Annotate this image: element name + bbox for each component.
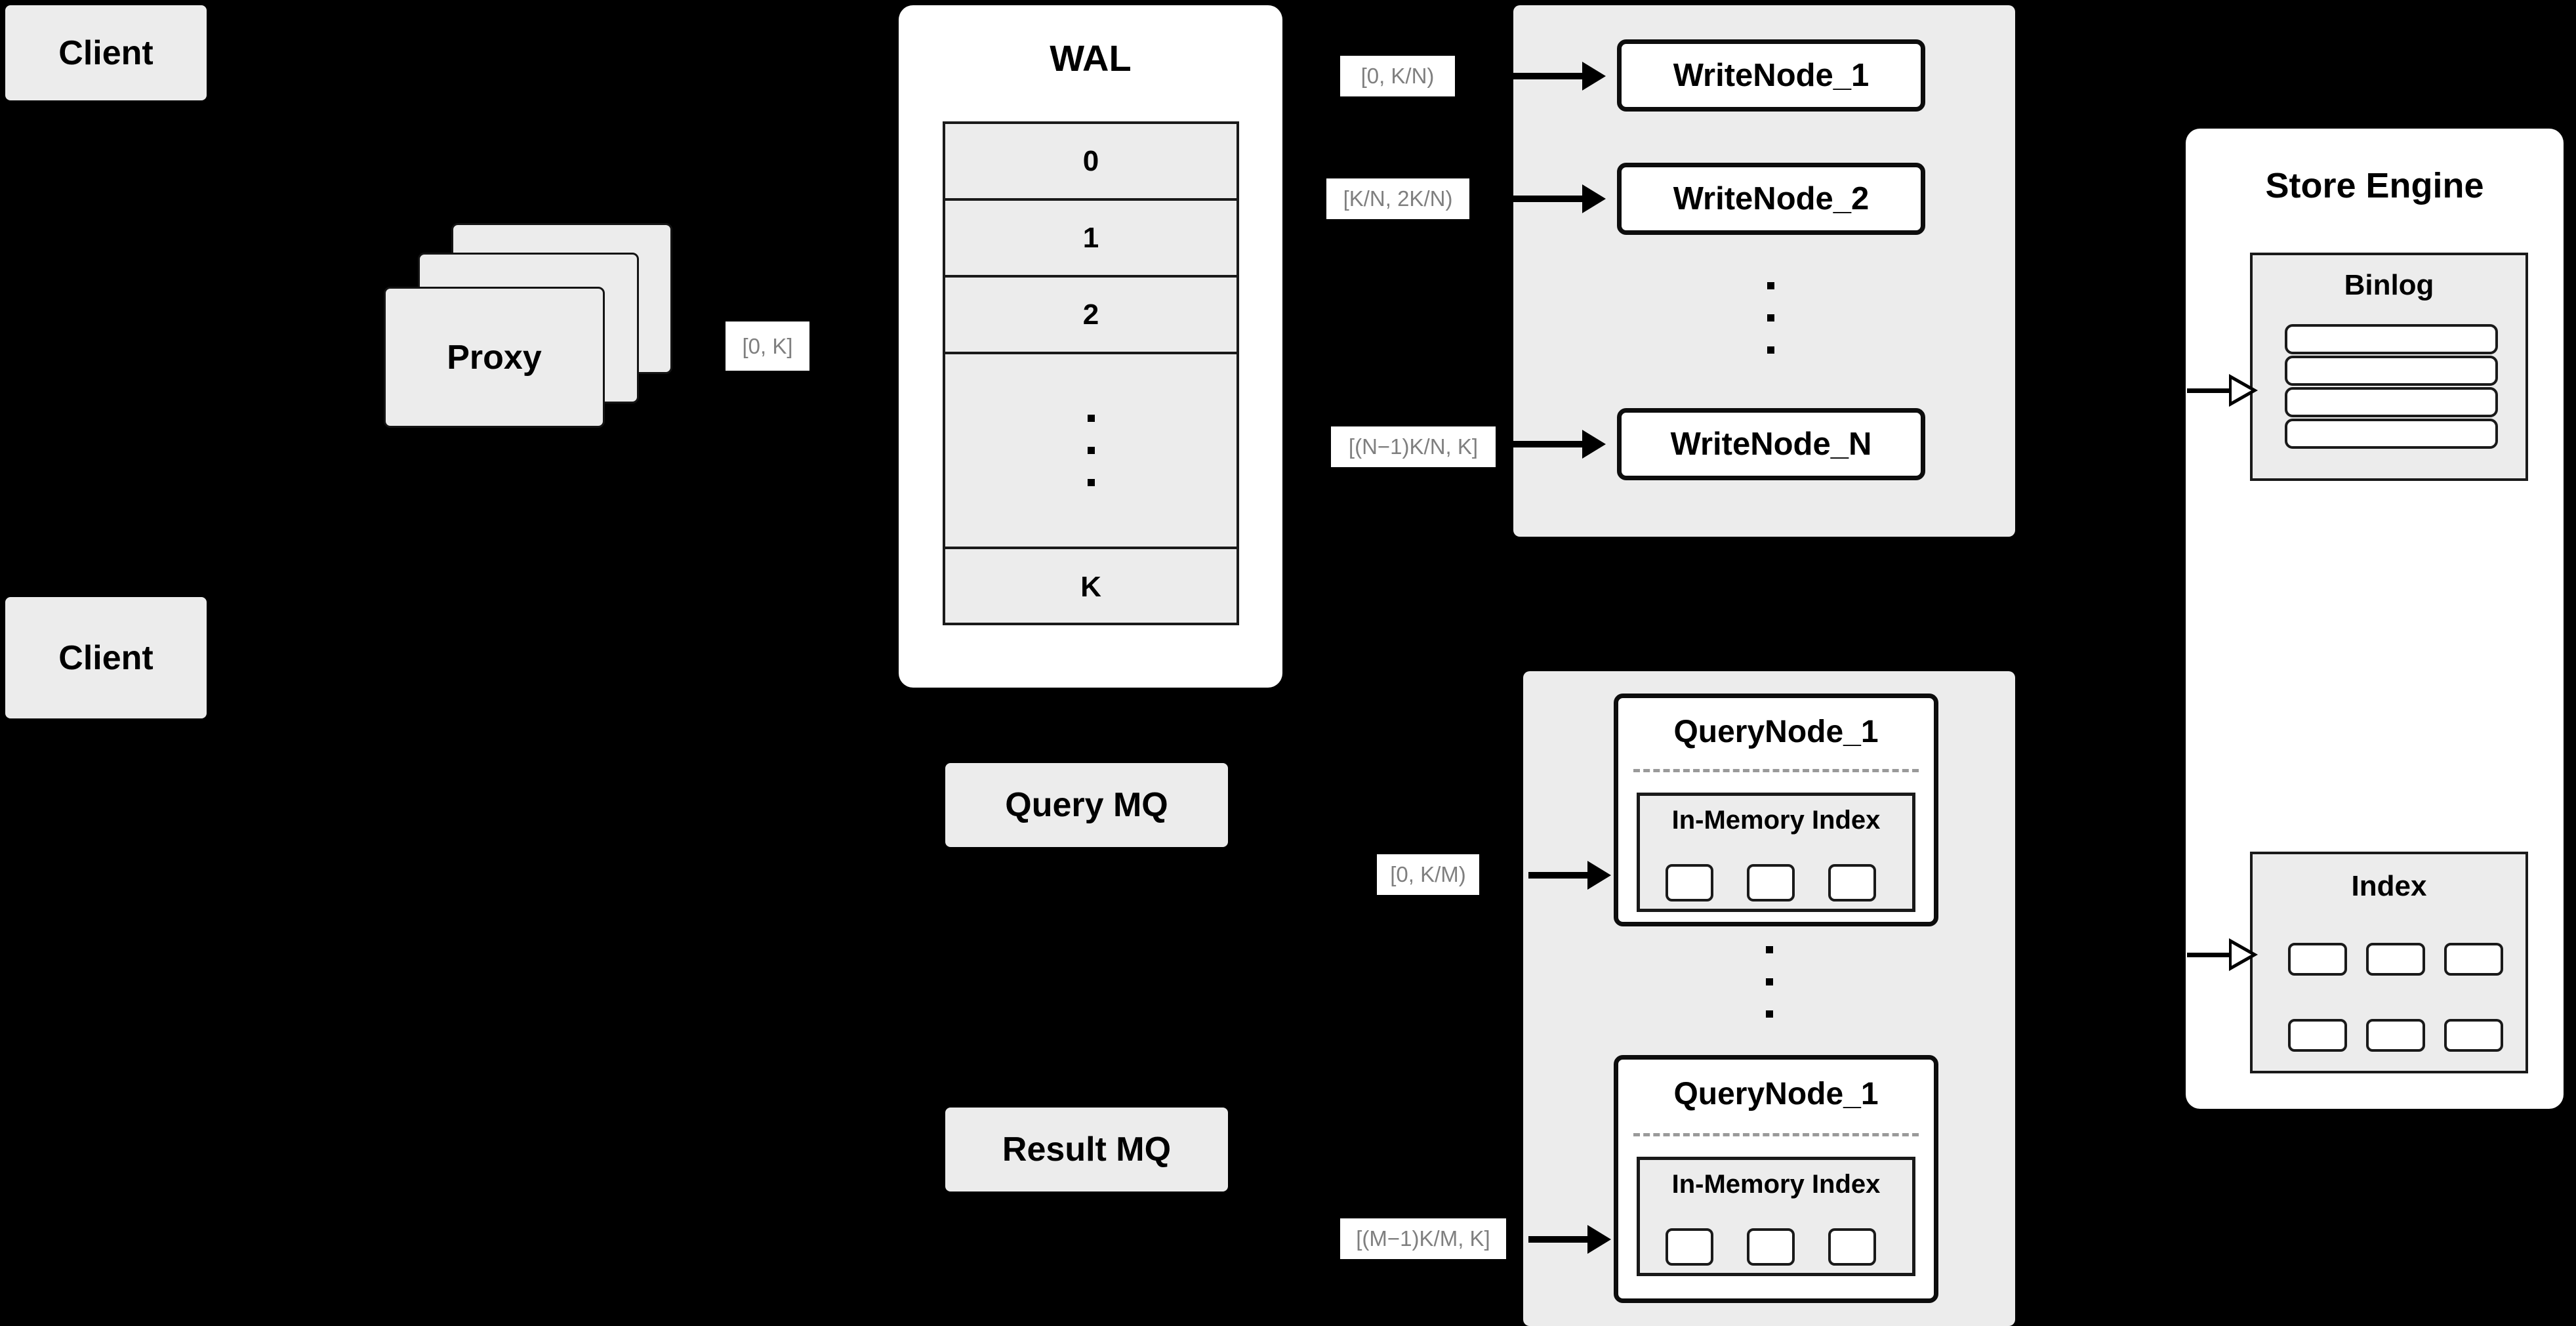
write-node-n[interactable]: WriteNode_N bbox=[1617, 408, 1925, 480]
memory-index-chip bbox=[1828, 864, 1876, 901]
wal-row-k: K bbox=[1080, 571, 1101, 603]
memory-index-chip bbox=[1666, 864, 1713, 901]
query-node-m-title: QueryNode_1 bbox=[1673, 1077, 1879, 1111]
ellipsis-dot bbox=[1767, 282, 1774, 289]
query-node-1-arrow bbox=[1528, 861, 1611, 890]
write-node-1-arrow bbox=[1472, 62, 1606, 91]
wal-row-2: 2 bbox=[945, 278, 1237, 354]
write-cluster-ellipsis bbox=[1767, 282, 1774, 354]
index-chip bbox=[2288, 1019, 2347, 1052]
proxy-label: Proxy bbox=[447, 338, 542, 377]
proxy-box[interactable]: Proxy bbox=[384, 287, 605, 428]
index-title: Index bbox=[2351, 870, 2427, 902]
client-label: Client bbox=[58, 33, 153, 72]
write-node-2[interactable]: WriteNode_2 bbox=[1617, 163, 1925, 235]
ellipsis-dot bbox=[1766, 1010, 1773, 1018]
write-node-1-range-label: [0, K/N) bbox=[1340, 56, 1455, 96]
memory-index-chip bbox=[1666, 1228, 1713, 1266]
ellipsis-dot bbox=[1087, 447, 1095, 454]
binlog-bar bbox=[2285, 356, 2498, 386]
result-mq-label: Result MQ bbox=[1002, 1130, 1172, 1169]
result-mq-box[interactable]: Result MQ bbox=[945, 1108, 1228, 1191]
memory-index-chip bbox=[1828, 1228, 1876, 1266]
query-node-1-memory-index-title: In-Memory Index bbox=[1671, 806, 1881, 835]
query-node-1-title: QueryNode_1 bbox=[1673, 715, 1879, 749]
wal-title: WAL bbox=[1050, 37, 1132, 79]
ellipsis-dot bbox=[1767, 314, 1774, 321]
client-box-2[interactable]: Client bbox=[5, 597, 207, 718]
wal-row-0: 0 bbox=[945, 124, 1237, 201]
write-node-2-range-label: [K/N, 2K/N) bbox=[1326, 178, 1469, 219]
query-node-m-arrow bbox=[1528, 1225, 1611, 1254]
query-node-1-range-label: [0, K/M) bbox=[1377, 854, 1479, 895]
ellipsis-dot bbox=[1766, 978, 1773, 985]
wal-row-ellipsis bbox=[945, 354, 1237, 549]
index-chip bbox=[2444, 1019, 2503, 1052]
store-engine-title: Store Engine bbox=[2265, 166, 2484, 205]
index-chip bbox=[2366, 1019, 2425, 1052]
write-node-label: WriteNode_N bbox=[1670, 426, 1872, 462]
client-label: Client bbox=[58, 638, 153, 677]
query-node-1-divider bbox=[1633, 769, 1919, 772]
wal-table: 0 1 2 K bbox=[943, 121, 1239, 625]
binlog-input-arrow bbox=[2187, 374, 2258, 407]
query-cluster-ellipsis bbox=[1766, 946, 1773, 1018]
ellipsis-dot bbox=[1087, 415, 1095, 422]
write-node-2-arrow bbox=[1481, 184, 1606, 213]
write-node-n-range-label: [(N−1)K/N, K] bbox=[1331, 426, 1496, 467]
write-node-n-arrow bbox=[1505, 430, 1606, 459]
binlog-bar bbox=[2285, 324, 2498, 354]
query-mq-label: Query MQ bbox=[1005, 786, 1168, 824]
binlog-bar bbox=[2285, 387, 2498, 417]
query-mq-box[interactable]: Query MQ bbox=[945, 763, 1228, 847]
index-input-arrow bbox=[2187, 938, 2258, 971]
index-chip bbox=[2288, 943, 2347, 976]
proxy-range-label: [0, K] bbox=[726, 321, 809, 371]
memory-index-chip bbox=[1747, 1228, 1795, 1266]
binlog-title: Binlog bbox=[2344, 269, 2434, 301]
index-chip bbox=[2444, 943, 2503, 976]
binlog-bar bbox=[2285, 419, 2498, 449]
wal-row-1: 1 bbox=[945, 201, 1237, 278]
query-node-m-divider bbox=[1633, 1133, 1919, 1136]
query-node-m-memory-index-title: In-Memory Index bbox=[1671, 1170, 1881, 1199]
memory-index-chip bbox=[1747, 864, 1795, 901]
query-node-m-range-label: [(M−1)K/M, K] bbox=[1340, 1218, 1506, 1259]
write-node-label: WriteNode_2 bbox=[1673, 181, 1870, 217]
ellipsis-dot bbox=[1087, 479, 1095, 486]
client-box-1[interactable]: Client bbox=[5, 5, 207, 100]
index-chip bbox=[2366, 943, 2425, 976]
write-node-label: WriteNode_1 bbox=[1673, 58, 1870, 93]
write-node-1[interactable]: WriteNode_1 bbox=[1617, 39, 1925, 112]
ellipsis-dot bbox=[1767, 346, 1774, 354]
ellipsis-dot bbox=[1766, 946, 1773, 953]
